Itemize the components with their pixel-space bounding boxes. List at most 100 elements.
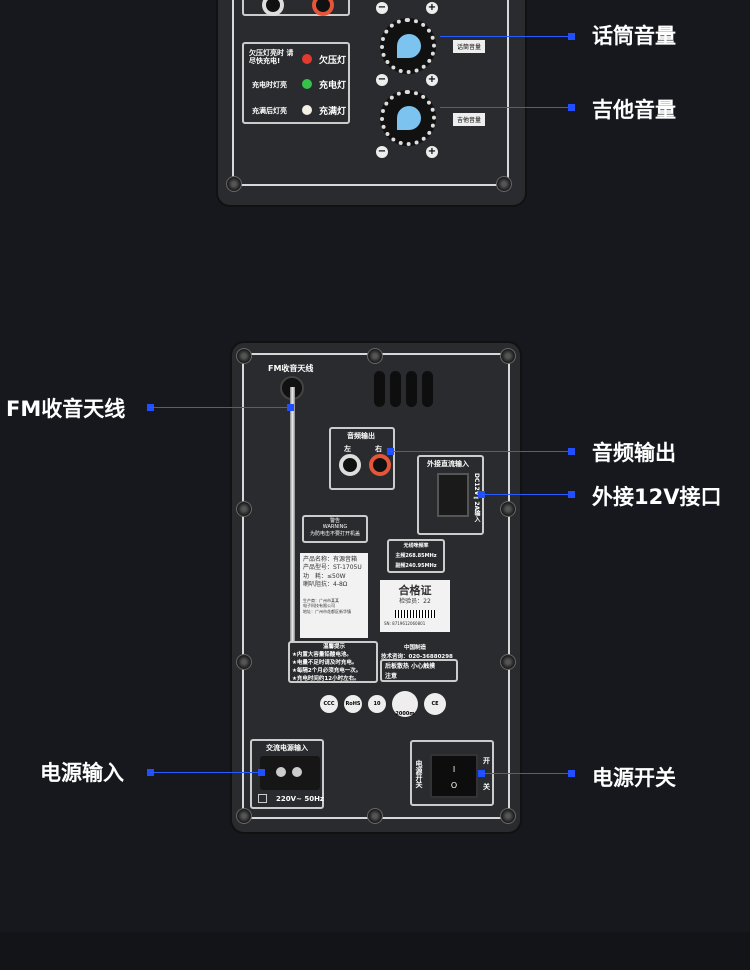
ccc-mark-icon: CCC — [320, 695, 338, 713]
tech-support: 技术咨询：020-36880298 — [381, 654, 453, 660]
callout-dc-12v: 外接12V接口 — [592, 485, 722, 509]
altitude-2000m-icon: 2000m — [392, 691, 418, 717]
led-label-low: 欠压灯 — [319, 56, 347, 66]
screw-icon — [496, 176, 512, 192]
warning-label: 警告 WARNING 为防电击不要打开机盖 — [302, 515, 368, 543]
minus-icon: − — [376, 146, 388, 158]
cert-title: 合格证 — [398, 584, 432, 597]
spec-line: 地址：广州市花都区新华镇 — [303, 608, 351, 614]
cert-inspector: 检验员：22 — [399, 598, 431, 606]
certificate-label: 合格证 检验员：22 SN: 8719612060801 — [380, 580, 450, 632]
dc-rating: DC12V⎓2A输入 — [473, 473, 480, 523]
tip-line: ★电量不足时请及时充电。 — [292, 660, 358, 666]
spec-line: 生产商：广州市某某 — [303, 597, 339, 603]
heat-warning-text: 后板散热 小心触摸 — [385, 663, 436, 670]
ac-rating: 220V~ 50Hz — [276, 795, 325, 803]
warning-line: 为防电击不要打开机盖 — [309, 531, 360, 537]
power-switch-box: 电源开关 I O 开 关 — [410, 740, 494, 806]
ac-input-title: 交流电源输入 — [266, 744, 308, 752]
screw-icon — [226, 176, 242, 192]
minus-icon: − — [376, 74, 388, 86]
screw-icon — [236, 654, 252, 670]
plus-icon: + — [426, 2, 438, 14]
double-insulation-icon — [258, 794, 267, 803]
switch-off-symbol: O — [450, 781, 458, 790]
barcode — [395, 610, 435, 618]
audio-out-box: 音频输出 左 右 — [329, 427, 395, 490]
heat-warning: 后板散热 小心触摸 注意 — [380, 659, 458, 682]
rca-white-jack[interactable] — [262, 0, 284, 16]
led-desc-full: 充满后灯亮 — [252, 107, 287, 115]
callout-guitar-volume: 吉他音量 — [592, 98, 676, 122]
power-rocker-switch[interactable]: I O — [430, 754, 478, 798]
recycle-10-icon: 10 — [368, 695, 386, 713]
tip-line: ★每隔2个月必须充电一次。 — [292, 668, 362, 674]
screw-icon — [236, 501, 252, 517]
panel-border — [232, 0, 509, 186]
ac-power-socket[interactable] — [260, 756, 320, 790]
switch-label: 电源开关 — [415, 760, 423, 788]
screw-icon — [236, 348, 252, 364]
product-spec-label: 产品名称：有源音箱 产品型号：ST-1705U 功 耗：≤50W 喇叭阻抗：4-… — [300, 553, 368, 638]
spec-line: 功 耗：≤50W — [303, 572, 346, 580]
right-label: 右 — [375, 445, 382, 453]
screw-icon — [500, 501, 516, 517]
callout-fm-antenna: FM收音天线 — [6, 397, 126, 421]
rca-red-jack[interactable] — [312, 0, 334, 16]
spec-line: 产品型号：ST-1705U — [303, 564, 362, 572]
mic-volume-knob[interactable] — [380, 18, 436, 74]
plus-icon: + — [426, 74, 438, 86]
plus-icon: + — [426, 146, 438, 158]
dc-input-title: 外接直流输入 — [427, 460, 469, 468]
led-label-full: 充满灯 — [319, 107, 347, 117]
wireless-main: 主频268.85MHz — [395, 553, 437, 559]
guitar-volume-tag: 吉他音量 — [453, 113, 486, 126]
callout-mic-volume: 话筒音量 — [592, 24, 676, 48]
top-control-panel: 欠压灯亮时 请尽快充电! 欠压灯 充电时灯亮 充电灯 充满后灯亮 充满灯 − +… — [218, 0, 525, 205]
audio-out-left-jack[interactable] — [339, 454, 361, 476]
rear-panel: FM收音天线 音频输出 左 右 外接直流输入 DC12V⎓2A输入 警告 WAR… — [232, 343, 520, 832]
certification-marks: CCC RoHS 10 2000m CE — [320, 691, 446, 717]
mic-volume-tag: 话筒音量 — [453, 40, 486, 53]
screw-icon — [500, 654, 516, 670]
tip-line: ★充电时间约12小时左右。 — [292, 676, 360, 682]
warning-title: 警告 — [329, 518, 340, 524]
callout-power-input: 电源输入 — [40, 761, 124, 785]
audio-out-title: 音频输出 — [347, 432, 375, 440]
screw-icon — [236, 808, 252, 824]
led-low-voltage — [302, 54, 312, 64]
guitar-volume-knob[interactable] — [380, 90, 436, 146]
led-note: 欠压灯亮时 请尽快充电! — [249, 49, 294, 66]
left-label: 左 — [344, 445, 351, 453]
attention-text: 注意 — [385, 673, 398, 680]
rohs-mark-icon: RoHS — [344, 695, 362, 713]
fm-antenna-rod[interactable] — [290, 387, 295, 643]
screw-icon — [500, 348, 516, 364]
led-charging — [302, 79, 312, 89]
screw-icon — [367, 348, 383, 364]
made-in: 中国制造 — [404, 645, 427, 651]
wireless-title: 无线咪频率 — [403, 543, 429, 549]
spec-line: 产品名称：有源音箱 — [303, 556, 358, 563]
callout-power-switch: 电源开关 — [592, 766, 676, 790]
screw-icon — [500, 808, 516, 824]
spec-line: 电子科技有限公司 — [303, 603, 335, 609]
wireless-freq-label: 无线咪频率 主频268.85MHz 副频240.95MHz — [387, 539, 445, 573]
switch-on-symbol: I — [452, 765, 456, 774]
dc-input-box: 外接直流输入 DC12V⎓2A输入 — [417, 455, 484, 535]
ce-mark-icon: CE — [424, 693, 446, 715]
rca-input-box — [242, 0, 350, 16]
wireless-sub: 副频240.95MHz — [395, 563, 437, 569]
screw-icon — [367, 808, 383, 824]
warning-en: WARNING — [322, 524, 348, 530]
led-desc-charging: 充电时灯亮 — [252, 81, 287, 89]
fm-antenna-label: FM收音天线 — [268, 364, 314, 373]
callout-audio-out: 音频输出 — [592, 441, 676, 465]
switch-off-label: 关 — [483, 783, 490, 791]
led-label-charging: 充电灯 — [319, 81, 347, 91]
switch-on-label: 开 — [483, 757, 490, 765]
audio-out-right-jack[interactable] — [369, 454, 391, 476]
dc-terminal[interactable] — [437, 473, 469, 517]
spec-line: 喇叭阻抗：4-8Ω — [303, 581, 348, 589]
minus-icon: − — [376, 2, 388, 14]
